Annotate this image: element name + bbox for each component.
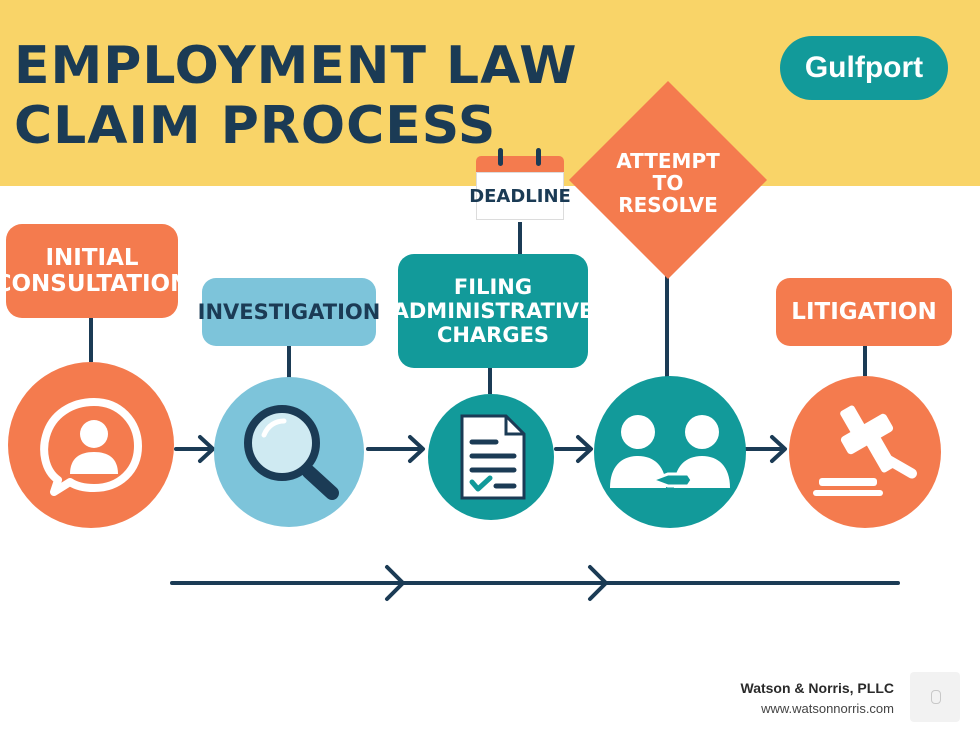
- step-circle-litigation: [789, 376, 941, 528]
- step-label-investigation: INVESTIGATION: [198, 278, 380, 346]
- location-badge: Gulfport: [780, 36, 948, 100]
- connector-consultation: [89, 318, 93, 362]
- magnifying-glass-icon: [244, 405, 339, 500]
- calendar-ring: [498, 148, 503, 166]
- connector-resolve: [665, 258, 669, 378]
- step-label-line: TO: [652, 171, 684, 195]
- step-circle-resolve: [594, 376, 746, 528]
- connector-filing: [488, 368, 492, 394]
- deadline-calendar-icon: DEADLINE: [469, 146, 571, 220]
- step-label-litigation: LITIGATION: [776, 278, 952, 346]
- page-title: EMPLOYMENT LAW CLAIM PROCESS: [14, 36, 577, 156]
- step-label-line: LITIGATION: [791, 298, 937, 325]
- step-label-line: RESOLVE: [618, 193, 718, 217]
- person-chat-icon: [40, 398, 142, 496]
- firm-url[interactable]: www.watsonnorris.com: [761, 701, 894, 716]
- arrow-right-icon: [744, 435, 787, 463]
- step-label-line: INITIAL: [45, 244, 139, 271]
- step-label-line: INVESTIGATION: [197, 299, 381, 324]
- two-people-handshake-icon: [610, 415, 730, 488]
- connector-deadline: [518, 222, 522, 256]
- arrow-right-icon: [174, 435, 215, 463]
- document-check-icon: [460, 414, 526, 500]
- title-line-1: EMPLOYMENT LAW: [14, 36, 578, 96]
- step-label-attempt-to-resolve: ATTEMPT TO RESOLVE: [598, 150, 738, 220]
- calendar-ring: [536, 148, 541, 166]
- timeline-arrow: [170, 565, 900, 601]
- deadline-label: DEADLINE: [469, 172, 571, 220]
- step-label-line: CONSULTATION: [0, 271, 190, 297]
- step-label-initial-consultation: INITIAL CONSULTATION: [0, 224, 189, 318]
- step-label-line: CHARGES: [436, 323, 550, 348]
- gavel-icon: [813, 405, 917, 496]
- step-circle-filing: [428, 394, 554, 520]
- arrow-right-icon: [554, 435, 593, 463]
- seal-icon: [931, 690, 941, 704]
- step-label-line: FILING: [453, 274, 533, 299]
- step-label-line: ADMINISTRATIVE: [392, 298, 594, 323]
- firm-name: Watson & Norris, PLLC: [740, 680, 895, 696]
- step-circle-consultation: [8, 362, 174, 528]
- connector-litigation: [863, 346, 867, 376]
- connector-investigation: [287, 346, 291, 378]
- firm-logo: [910, 672, 960, 722]
- step-label-line: ATTEMPT: [616, 149, 720, 173]
- arrow-right-icon: [366, 435, 425, 463]
- step-label-filing-charges: FILING ADMINISTRATIVE CHARGES: [393, 254, 593, 368]
- step-circle-investigation: [214, 377, 364, 527]
- title-line-2: CLAIM PROCESS: [14, 96, 497, 156]
